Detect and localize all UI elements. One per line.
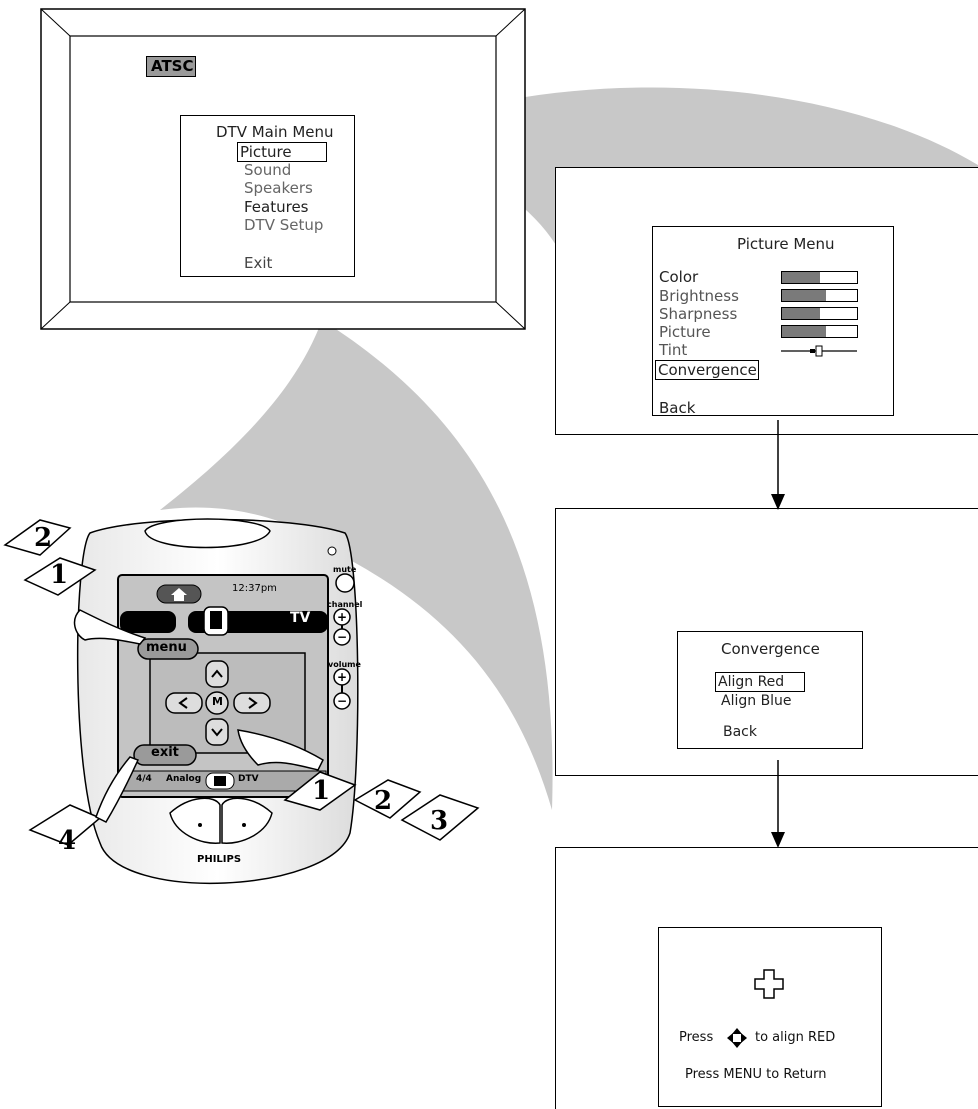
remote-brand: PHILIPS bbox=[197, 854, 242, 865]
svg-text:−: − bbox=[337, 630, 347, 644]
level-fill bbox=[782, 272, 820, 283]
convergence-item-back[interactable]: Back bbox=[723, 724, 757, 740]
tint-slider[interactable] bbox=[779, 343, 859, 357]
menu-item-exit[interactable]: Exit bbox=[244, 254, 273, 272]
dtv-main-menu-title: DTV Main Menu bbox=[216, 123, 334, 141]
convergence-item-align-red[interactable]: Align Red bbox=[715, 672, 805, 692]
picture-item-color[interactable]: Color bbox=[659, 268, 699, 286]
step-2-top: 2 bbox=[34, 523, 53, 553]
picture-item-back[interactable]: Back bbox=[659, 399, 696, 417]
menu-item-speakers[interactable]: Speakers bbox=[244, 179, 313, 197]
level-fill bbox=[782, 308, 820, 319]
picture-item-sharpness[interactable]: Sharpness bbox=[659, 305, 738, 323]
atsc-badge: ATSC bbox=[146, 56, 196, 77]
remote-mute-label: mute bbox=[333, 565, 357, 574]
remote-volume-label: volume bbox=[328, 660, 361, 669]
remote-time: 12:37pm bbox=[232, 583, 277, 594]
svg-text:+: + bbox=[337, 670, 347, 684]
remote-center-button[interactable]: M bbox=[212, 695, 223, 708]
step-badges bbox=[3, 519, 480, 846]
dtv-main-menu: DTV Main Menu Picture Sound Speakers Fea… bbox=[180, 115, 355, 277]
hand-pointing-icon bbox=[95, 756, 140, 823]
hand-pointing-icon bbox=[237, 729, 324, 771]
remote-page-label: 4/4 bbox=[136, 774, 152, 784]
picture-item-picture[interactable]: Picture bbox=[659, 323, 711, 341]
step-2-right: 2 bbox=[374, 786, 393, 816]
align-return-text: Press MENU to Return bbox=[685, 1067, 827, 1082]
convergence-menu-title: Convergence bbox=[721, 640, 820, 658]
color-level-bar[interactable] bbox=[781, 271, 858, 284]
picture-item-brightness[interactable]: Brightness bbox=[659, 287, 739, 305]
atsc-badge-label: ATSC bbox=[151, 57, 194, 75]
menu-item-features[interactable]: Features bbox=[244, 198, 309, 216]
hand-pointing-icon bbox=[73, 609, 147, 645]
remote-channel-label: channel bbox=[327, 600, 363, 609]
remote-tv-label: TV bbox=[290, 610, 311, 626]
crosshair-icon bbox=[754, 969, 784, 999]
picture-menu-title: Picture Menu bbox=[737, 235, 835, 253]
picture-level-bar[interactable] bbox=[781, 325, 858, 338]
svg-text:−: − bbox=[337, 694, 347, 708]
remote-dtv-label: DTV bbox=[238, 774, 259, 784]
convergence-item-align-blue[interactable]: Align Blue bbox=[721, 693, 792, 709]
menu-item-picture[interactable]: Picture bbox=[237, 142, 327, 162]
sharpness-level-bar[interactable] bbox=[781, 307, 858, 320]
brightness-level-bar[interactable] bbox=[781, 289, 858, 302]
level-fill bbox=[782, 290, 826, 301]
menu-item-sound[interactable]: Sound bbox=[244, 161, 292, 179]
svg-text:+: + bbox=[337, 610, 347, 624]
remote-menu-button[interactable]: menu bbox=[146, 640, 187, 655]
remote-exit-button[interactable]: exit bbox=[151, 745, 179, 760]
step-1-right: 1 bbox=[312, 776, 331, 806]
step-3-right: 3 bbox=[430, 806, 449, 836]
align-press-prefix: Press bbox=[679, 1030, 714, 1045]
picture-menu: Picture Menu Color Brightness Sharpness … bbox=[652, 226, 894, 417]
flow-arrows bbox=[771, 420, 785, 848]
align-red-panel: Press to align RED Press MENU to Return bbox=[658, 927, 882, 1107]
convergence-menu: Convergence Align Red Align Blue Back bbox=[677, 631, 863, 749]
step-1-top: 1 bbox=[50, 560, 69, 590]
picture-item-tint[interactable]: Tint bbox=[659, 341, 688, 359]
remote-analog-label: Analog bbox=[166, 774, 202, 784]
menu-item-dtv-setup[interactable]: DTV Setup bbox=[244, 216, 324, 234]
four-way-arrow-icon bbox=[727, 1028, 747, 1048]
align-press-suffix: to align RED bbox=[755, 1030, 836, 1045]
level-fill bbox=[782, 326, 826, 337]
picture-item-convergence[interactable]: Convergence bbox=[655, 360, 759, 380]
remote-control: + − + − bbox=[76, 518, 359, 885]
step-4-bottom: 4 bbox=[58, 826, 77, 856]
